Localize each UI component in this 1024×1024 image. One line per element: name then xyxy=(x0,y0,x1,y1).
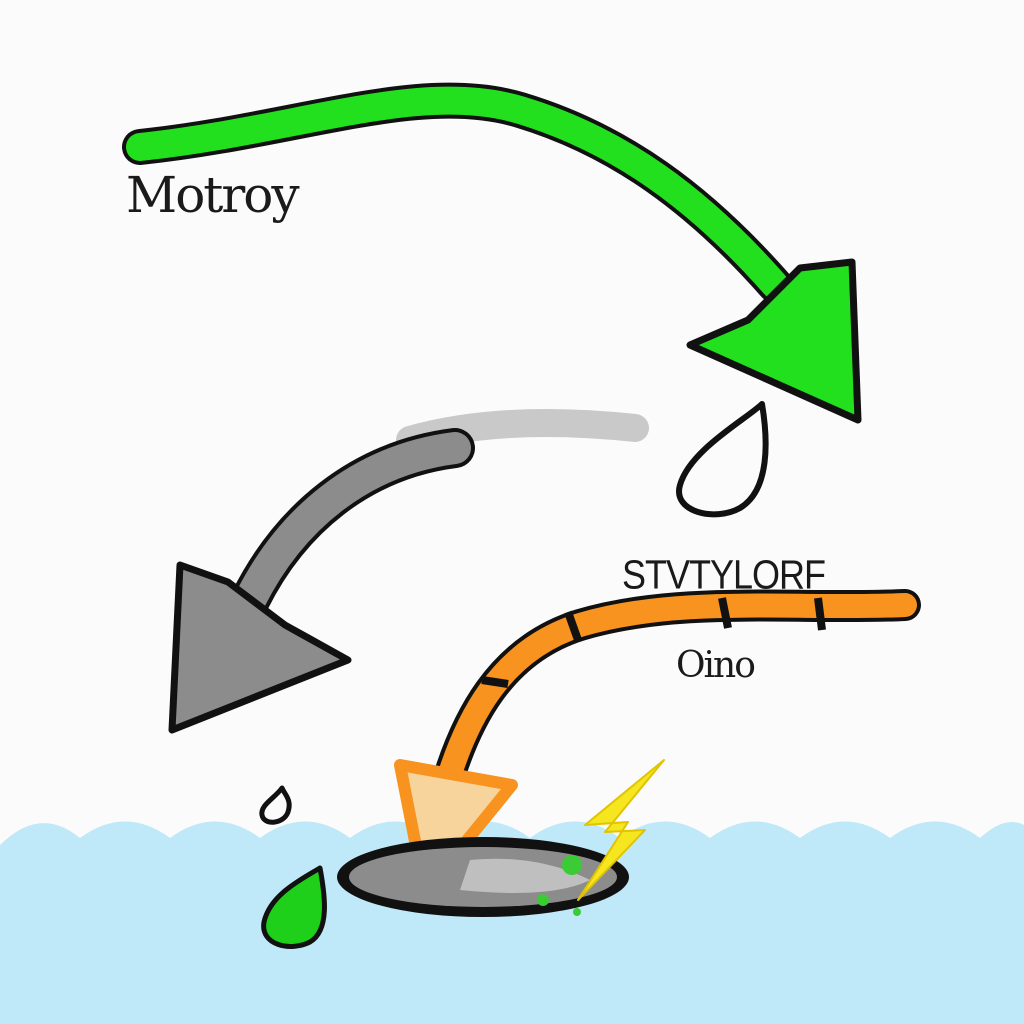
water-waves xyxy=(0,821,1024,1024)
curved-green-arrow xyxy=(122,82,862,424)
label-top: Motroy xyxy=(126,166,300,224)
lightning-icon xyxy=(577,759,665,901)
water-drop-icon xyxy=(676,401,769,518)
label-middle: STVTYLORF xyxy=(622,551,826,598)
water-drop-icon xyxy=(259,785,292,825)
curved-gray-arrow xyxy=(168,409,649,734)
green-drop-icon xyxy=(261,865,327,949)
label-bottom: Oino xyxy=(676,645,756,686)
hole-icon xyxy=(337,837,629,917)
